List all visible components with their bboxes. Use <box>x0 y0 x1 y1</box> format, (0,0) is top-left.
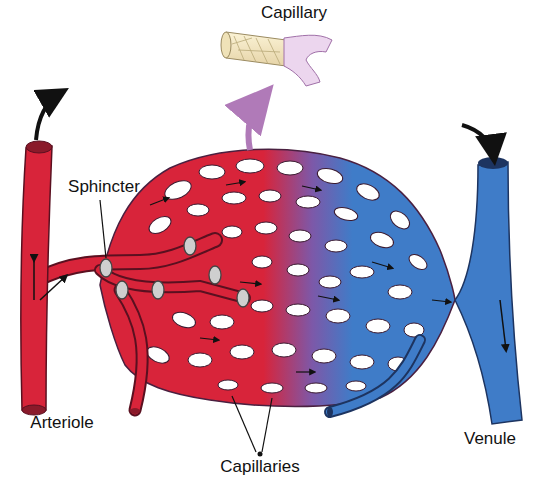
vessel-label: Arteriole <box>30 414 93 433</box>
part-label: Sphincter <box>68 178 140 197</box>
vessel-label: Venule <box>464 430 516 449</box>
inset-label: Capillary <box>261 4 327 23</box>
part-label: Capillaries <box>220 458 299 477</box>
